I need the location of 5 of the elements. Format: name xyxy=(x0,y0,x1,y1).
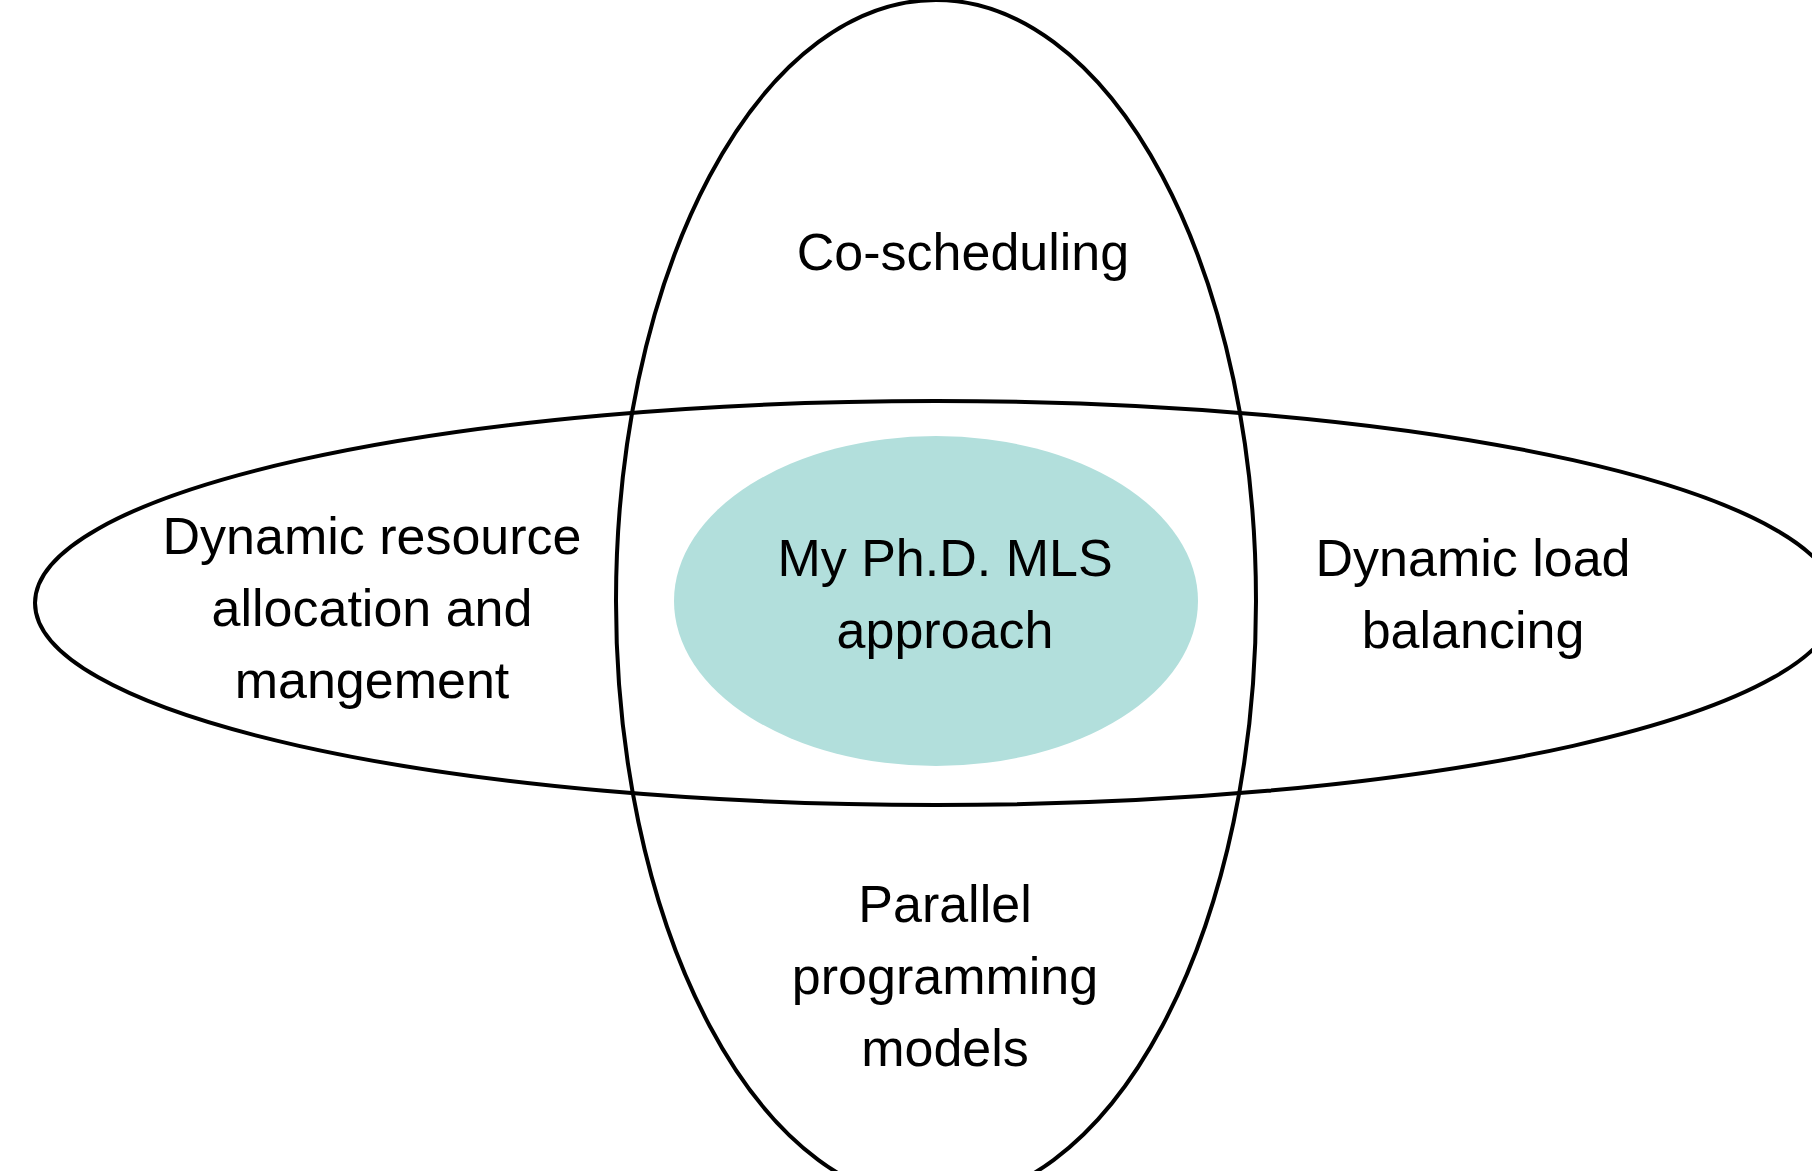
region-label: Dynamic resource allocation and mangement xyxy=(161,506,583,711)
region-label: Co-scheduling xyxy=(795,222,1131,283)
region-label: Dynamic load balancing xyxy=(1314,528,1632,661)
region-label: My Ph.D. MLS approach xyxy=(776,528,1114,661)
region-label: Parallel programming models xyxy=(790,874,1100,1079)
